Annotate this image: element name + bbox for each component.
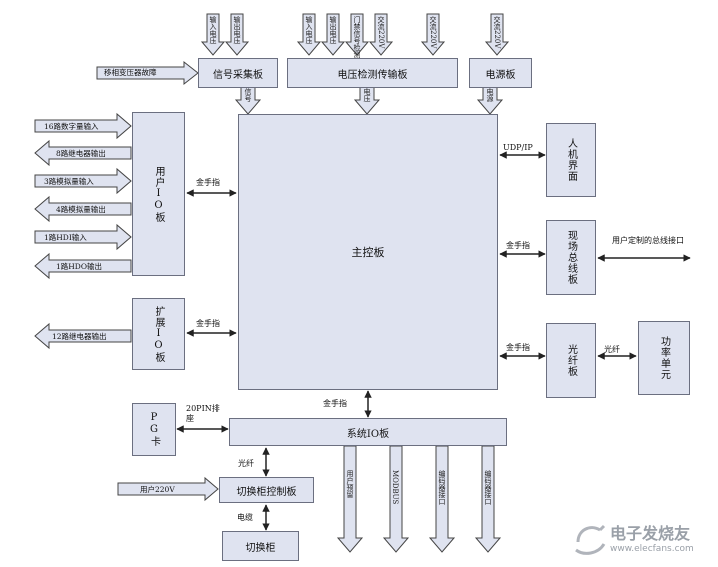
- bottom-label-1: 用户预留: [346, 470, 354, 498]
- voltage-board: 电压检测传输板: [287, 58, 458, 88]
- system-io-board: 系统IO板: [229, 418, 507, 446]
- user220-label: 用户220V: [140, 485, 175, 494]
- gold-finger-fiber: 金手指: [506, 343, 530, 352]
- relay8-label: 8路继电器输出: [56, 149, 106, 158]
- signal-board-label: 信号采集板: [213, 69, 263, 81]
- power-board-label: 电源板: [485, 69, 516, 81]
- hdo1-label: 1路HDO输出: [56, 262, 102, 271]
- udp-label: UDP/IP: [503, 143, 533, 152]
- hmi-board: 人机界面: [546, 123, 596, 197]
- gold-finger-fieldbus: 金手指: [506, 241, 530, 250]
- out-v-label: 输出电压: [233, 16, 241, 44]
- ext-io-board-label: 扩展IO板: [153, 305, 164, 363]
- power-unit-label: 功率单元: [658, 336, 670, 380]
- arrow-trafo-fault: [96, 60, 199, 86]
- switch-control-board: 切换柜控制板: [219, 477, 314, 503]
- gate-label: 门禁信号检测: [353, 16, 361, 58]
- cable-label: 电缆: [237, 513, 253, 522]
- relay12-label: 12路继电器输出: [52, 332, 107, 341]
- out-v2-label: 输出电压: [329, 16, 337, 44]
- main-board-label: 主控板: [351, 246, 385, 259]
- bottom-output-arrows: [336, 445, 502, 553]
- ai3-label: 3路模拟量输入: [44, 177, 94, 186]
- fieldbus-board-label: 现场总线板: [565, 230, 577, 285]
- power-unit-box: 功率单元: [638, 321, 690, 395]
- power-in-label: 交流220V: [493, 16, 501, 49]
- ao4-label: 4路模拟量输出: [56, 205, 106, 214]
- ac220b-label: 交流220V: [429, 16, 437, 49]
- fiber-board-label: 光纤板: [565, 344, 577, 377]
- di16-label: 16路数字量输入: [44, 122, 99, 131]
- custom-bus-label: 用户定制的总线接口: [612, 236, 684, 245]
- hdi1-label: 1路HDI输入: [44, 233, 87, 242]
- user-io-board-label: 用户IO板: [153, 165, 164, 223]
- hmi-board-label: 人机界面: [565, 138, 577, 182]
- top-input-arrows: [200, 13, 510, 56]
- arrow-user220: [117, 476, 219, 502]
- gold-finger-sysio: 金手指: [323, 399, 347, 408]
- userio-arrows: [34, 112, 132, 280]
- in-v-label: 输入电压: [209, 16, 217, 44]
- pg-card: PG卡: [132, 403, 176, 456]
- switch-control-board-label: 切换柜控制板: [236, 486, 297, 498]
- watermark-logo-icon: [575, 524, 606, 555]
- board-to-main-arrows: [234, 86, 504, 115]
- system-io-board-label: 系统IO板: [346, 428, 390, 440]
- arrow-relay12: [34, 322, 132, 350]
- bottom-label-3: 编码器接口: [438, 470, 446, 505]
- bottom-label-2: MODBUS: [391, 470, 399, 505]
- in-v2-label: 输入电压: [305, 16, 313, 44]
- signal-main-label: 信号: [244, 88, 252, 102]
- power-board: 电源板: [469, 58, 532, 88]
- switch-cabinet-label: 切换柜: [245, 542, 276, 554]
- ac220-label: 交流220V: [377, 16, 385, 49]
- watermark-cn: 电子发烧友: [610, 524, 691, 543]
- fiber-link-label: 光纤: [604, 345, 620, 354]
- fiber-board: 光纤板: [546, 323, 596, 398]
- gold-finger-userio: 金手指: [196, 178, 220, 187]
- signal-board: 信号采集板: [198, 58, 278, 88]
- user-io-board: 用户IO板: [132, 112, 185, 276]
- bottom-label-4: 编码器接口: [484, 470, 492, 505]
- voltage-board-label: 电压检测传输板: [337, 69, 408, 81]
- volt-main-label: 电压: [363, 88, 371, 102]
- fieldbus-board: 现场总线板: [546, 220, 596, 295]
- fiber2-label: 光纤: [238, 459, 254, 468]
- gold-finger-extio: 金手指: [196, 319, 220, 328]
- pin20-label: 20PIN排座: [186, 404, 220, 423]
- switch-cabinet: 切换柜: [222, 531, 299, 561]
- main-board: 主控板: [238, 114, 498, 390]
- pg-card-label: PG卡: [148, 412, 160, 447]
- ext-io-board: 扩展IO板: [132, 298, 185, 370]
- trafo-fault-label: 移相变压器故障: [104, 68, 157, 77]
- watermark-url: www.elecfans.com: [610, 544, 694, 554]
- watermark: 电子发烧友 www.elecfans.com: [570, 518, 716, 564]
- power-main-label: 电源: [486, 88, 494, 102]
